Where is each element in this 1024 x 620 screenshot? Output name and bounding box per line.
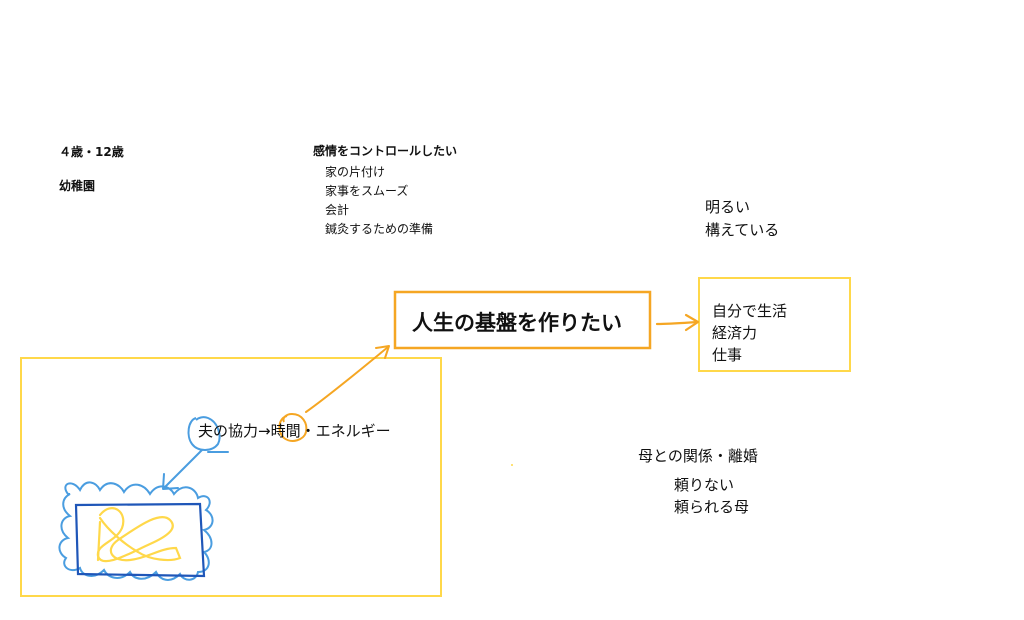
school-label: 幼稚園 bbox=[59, 179, 96, 193]
arrow-down-blue bbox=[163, 449, 203, 489]
arrow-to-goals-head bbox=[684, 313, 700, 332]
emotion-list: 家の片付け 家事をスムーズ 会計 鍼灸するための準備 bbox=[325, 163, 433, 239]
arrow-to-goals bbox=[655, 320, 699, 326]
goals-frame bbox=[698, 277, 851, 372]
time-circle bbox=[278, 412, 308, 442]
bright-line: 明るい bbox=[705, 198, 751, 216]
bright-line: 構えている bbox=[705, 221, 780, 239]
arrow-down-blue-head bbox=[162, 473, 179, 490]
husband-label: 夫の協力→時間・エネルギー bbox=[198, 422, 391, 440]
emotion-item: 会計 bbox=[325, 203, 350, 217]
blue-cloud bbox=[58, 481, 214, 581]
mother-line: 頼られる母 bbox=[674, 498, 750, 516]
goals-block: 自分で生活 経済力 仕事 bbox=[712, 300, 787, 366]
age-label: ４歳・12歳 bbox=[59, 145, 124, 159]
emotion-item: 家の片付け bbox=[325, 165, 386, 179]
mother-line: 頼りない bbox=[674, 476, 735, 494]
arrow-to-central bbox=[305, 346, 389, 413]
yellow-scribble-2 bbox=[96, 520, 102, 562]
yellow-scribble bbox=[96, 507, 182, 563]
central-label: 人生の基盤を作りたい bbox=[412, 311, 622, 335]
mother-block: 頼りない 頼られる母 bbox=[674, 474, 749, 518]
yellow-frame bbox=[20, 357, 442, 597]
arrow-to-central-head bbox=[375, 345, 390, 359]
bright-block: 明るい 構えている bbox=[705, 196, 779, 242]
emotion-item: 家事をスムーズ bbox=[325, 184, 409, 198]
emotion-title: 感情をコントロールしたい bbox=[313, 144, 458, 158]
dark-blue-box bbox=[74, 502, 206, 578]
central-frame bbox=[393, 290, 652, 350]
goal-line: 経済力 bbox=[712, 324, 758, 342]
goal-line: 仕事 bbox=[712, 346, 743, 364]
emotion-item: 鍼灸するための準備 bbox=[325, 222, 434, 236]
mother-title: 母との関係・離婚 bbox=[638, 447, 758, 465]
stray-dot bbox=[511, 464, 513, 466]
goal-line: 自分で生活 bbox=[712, 302, 788, 320]
husband-circle bbox=[187, 416, 221, 451]
